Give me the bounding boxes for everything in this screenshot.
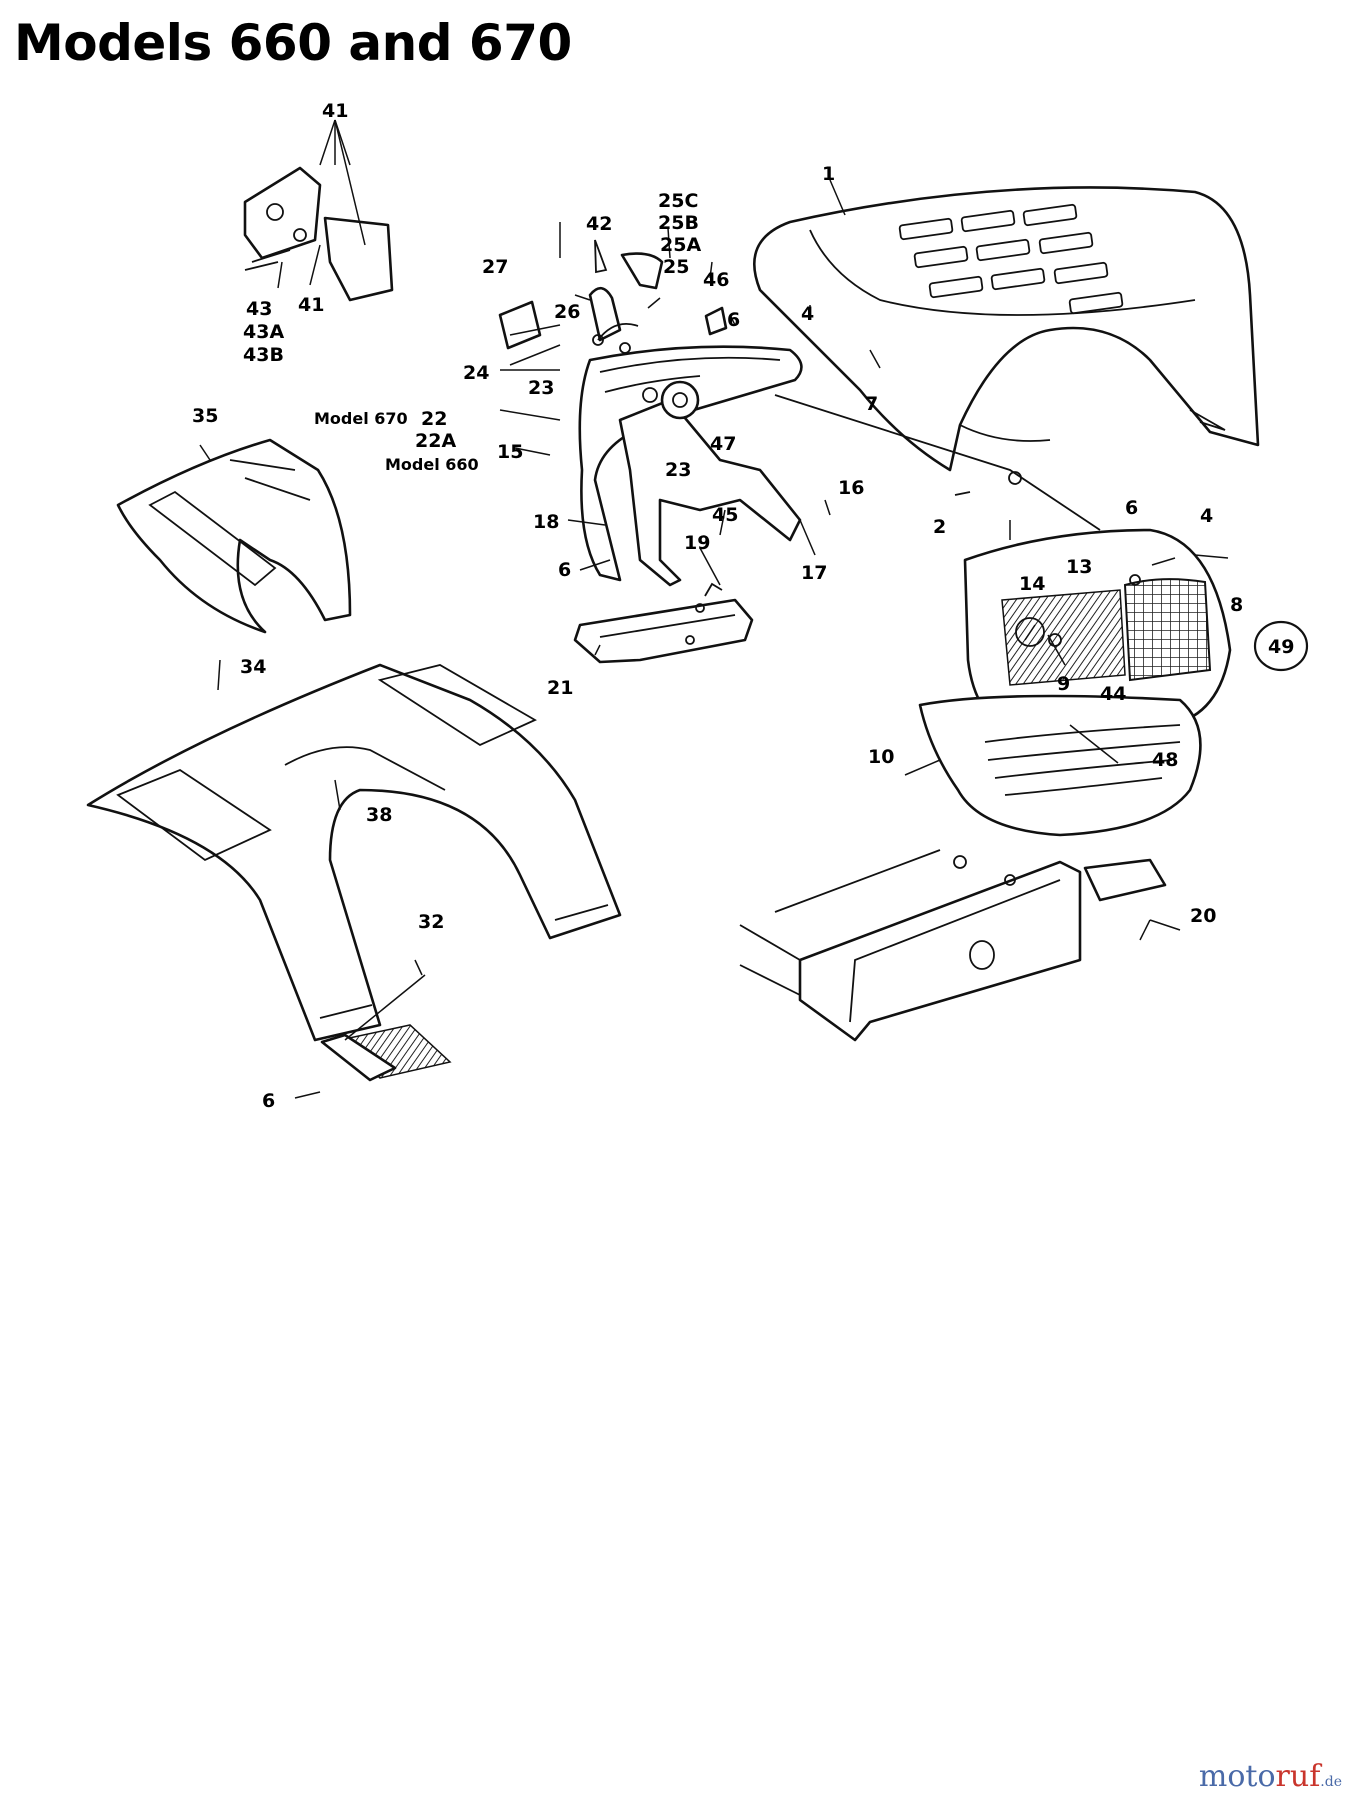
callout-25c: 25C (658, 190, 698, 212)
watermark-logo: motoruf.de (1199, 1759, 1342, 1794)
callout-23-lower: 23 (665, 459, 691, 481)
callout-19: 19 (684, 532, 710, 554)
model-660-label: Model 660 (385, 455, 479, 474)
leader-lines (199, 119, 1229, 1099)
callout-49: 49 (1268, 636, 1294, 658)
page-title: Models 660 and 670 (14, 14, 572, 72)
watermark-main: moto (1198, 1759, 1276, 1794)
hood-part (753, 186, 1260, 472)
callout-25a: 25A (660, 234, 701, 256)
callout-15: 15 (497, 441, 523, 463)
callout-44: 44 (1100, 683, 1126, 705)
callout-25b: 25B (658, 212, 699, 234)
watermark-accent: ruf (1275, 1759, 1321, 1794)
grille-assembly-part (918, 528, 1232, 837)
callout-49-badge: 49 (1253, 620, 1309, 672)
callout-24: 24 (463, 362, 489, 384)
callout-labels: 41 41 43 43A 43B 1 25C 25B 25A 25 42 27 … (192, 100, 1243, 1112)
callout-25: 25 (663, 256, 689, 278)
rear-fender-upper-part (116, 438, 352, 634)
callout-6-bracket: 6 (558, 559, 571, 581)
dash-panel-part (578, 345, 803, 587)
callout-9: 9 (1057, 673, 1070, 695)
lever-bracket-part (243, 166, 394, 302)
callout-7: 7 (865, 393, 878, 415)
callout-41-bottom: 41 (298, 294, 324, 316)
callout-10: 10 (868, 746, 894, 768)
callout-42: 42 (586, 213, 612, 235)
ignition-switch-parts (498, 239, 728, 354)
callout-27: 27 (482, 256, 508, 278)
callout-38: 38 (366, 804, 392, 826)
callout-6-dash: 6 (727, 309, 740, 331)
callout-43: 43 (246, 298, 272, 320)
callout-35: 35 (192, 405, 218, 427)
battery-tray-part (573, 582, 754, 664)
callout-43a: 43A (243, 321, 284, 343)
callout-43b: 43B (243, 344, 284, 366)
callout-22: 22 (421, 408, 447, 430)
callout-23-upper: 23 (528, 377, 554, 399)
callout-46: 46 (703, 269, 729, 291)
callout-18: 18 (533, 511, 559, 533)
callout-6-footrest: 6 (262, 1090, 275, 1112)
callout-32: 32 (418, 911, 444, 933)
callout-20: 20 (1190, 905, 1216, 927)
callout-47: 47 (710, 433, 736, 455)
callout-41-top: 41 (322, 100, 348, 122)
callout-45: 45 (712, 504, 738, 526)
callout-13: 13 (1066, 556, 1092, 578)
callout-48: 48 (1152, 749, 1178, 771)
hood-rod-part (774, 394, 1101, 531)
callout-14: 14 (1019, 573, 1045, 595)
watermark-suffix: .de (1320, 1774, 1342, 1790)
callout-2: 2 (933, 516, 946, 538)
chassis-frame-part (739, 849, 1167, 1042)
callout-17: 17 (801, 562, 827, 584)
callout-1: 1 (822, 163, 835, 185)
callout-16: 16 (838, 477, 864, 499)
callout-4-grille: 4 (1200, 505, 1213, 527)
callout-8: 8 (1230, 594, 1243, 616)
callout-6-grille: 6 (1125, 497, 1138, 519)
callout-26: 26 (554, 301, 580, 323)
callout-34: 34 (240, 656, 266, 678)
callout-22a: 22A (415, 430, 456, 452)
callout-21: 21 (547, 677, 573, 699)
rear-fender-part (86, 663, 622, 1082)
model-670-label: Model 670 (314, 409, 408, 428)
callout-4-hood: 4 (801, 303, 814, 325)
